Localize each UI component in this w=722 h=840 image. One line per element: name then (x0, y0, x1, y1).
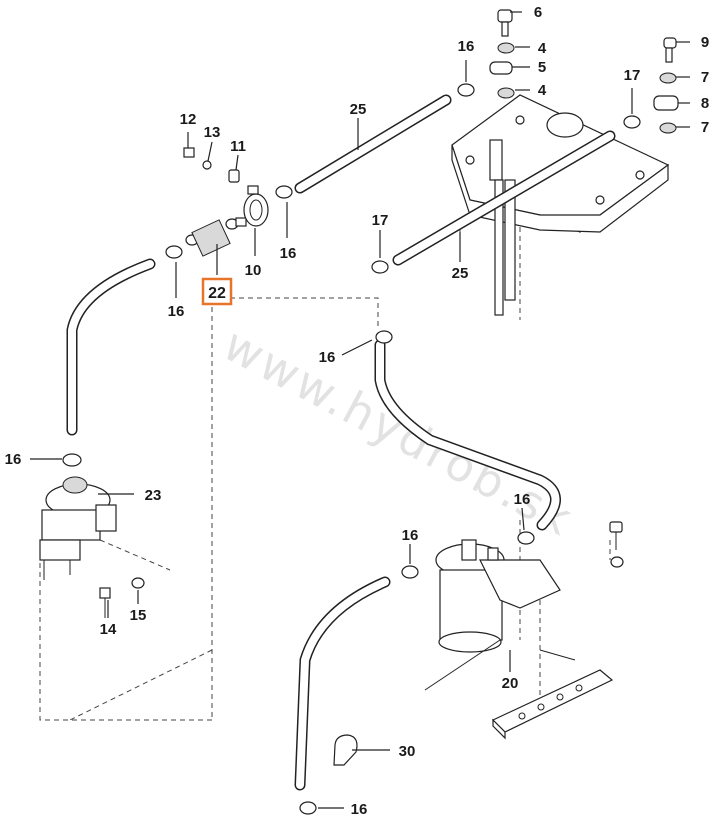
callout-22[interactable]: 22 (208, 285, 226, 302)
fuel-hoses (66, 94, 616, 791)
callout-16[interactable]: 16 (514, 491, 531, 508)
callout-16[interactable]: 16 (402, 527, 419, 544)
callout-30[interactable]: 30 (399, 743, 416, 760)
callout-15[interactable]: 15 (130, 607, 147, 624)
callout-4[interactable]: 4 (538, 82, 547, 99)
callout-16[interactable]: 16 (351, 801, 368, 818)
callout-20[interactable]: 20 (502, 675, 519, 692)
callout-6[interactable]: 6 (534, 4, 542, 21)
hose-clamps (62, 83, 641, 815)
callout-10[interactable]: 10 (245, 262, 262, 279)
assembly-guide-lines (39, 150, 611, 721)
callout-17[interactable]: 17 (624, 67, 641, 84)
inline-fuel-filter (185, 217, 247, 257)
fuel-pump (39, 476, 145, 618)
callout-22-highlight (201, 277, 233, 306)
callout-7[interactable]: 7 (701, 119, 709, 136)
hose-clip (333, 734, 358, 766)
callout-14[interactable]: 14 (100, 621, 117, 638)
callout-16[interactable]: 16 (168, 303, 185, 320)
callout-7[interactable]: 7 (701, 69, 709, 86)
mounting-plate (491, 669, 614, 740)
callout-12[interactable]: 12 (180, 111, 197, 128)
small-fittings (183, 9, 679, 183)
callout-5[interactable]: 5 (538, 59, 546, 76)
callout-25[interactable]: 25 (452, 265, 469, 282)
watermark-text: www.hydrob.sk (215, 317, 583, 547)
callout-4[interactable]: 4 (538, 40, 547, 57)
callout-23[interactable]: 23 (145, 487, 162, 504)
callout-8[interactable]: 8 (701, 95, 709, 112)
callout-16[interactable]: 16 (280, 245, 297, 262)
hose-connector-10 (243, 185, 269, 227)
callout-16[interactable]: 16 (319, 349, 336, 366)
callout-17[interactable]: 17 (372, 212, 389, 229)
callout-9[interactable]: 9 (701, 34, 709, 51)
callout-25[interactable]: 25 (350, 101, 367, 118)
callout-11[interactable]: 11 (230, 138, 246, 155)
callout-16[interactable]: 16 (5, 451, 22, 468)
callout-13[interactable]: 13 (204, 124, 221, 141)
fuel-filter-assembly (424, 521, 624, 691)
callout-16[interactable]: 16 (458, 38, 475, 55)
leader-lines (30, 11, 690, 809)
callout-labels: 6 4 5 4 9 7 8 7 16 17 25 12 13 11 10 16 … (5, 4, 710, 818)
